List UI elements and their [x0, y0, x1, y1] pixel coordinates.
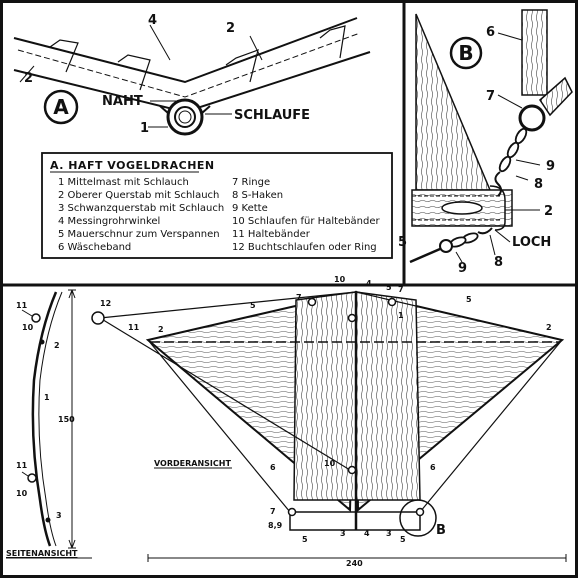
legend-item-6: 6 Wäscheband [58, 242, 131, 253]
legend-item-12: 12 Buchtschlaufen oder Ring [232, 242, 377, 253]
legend-item-7: 7 Ringe [232, 177, 270, 188]
legend-item-5: 5 Mauerschnur zum Verspannen [58, 229, 220, 240]
front-label-3-left: 3 [340, 529, 346, 538]
bridle-ring-12 [91, 311, 105, 325]
front-label-2-left: 2 [158, 325, 164, 334]
legend-item-4: 4 Messingrohrwinkel [58, 216, 160, 227]
label-4-detail-a: 4 [148, 13, 157, 28]
front-label-5-bottom-left: 5 [302, 535, 308, 544]
side-mast-1 [31, 291, 58, 547]
label-9-detail-b-top: 9 [546, 159, 555, 174]
label-naht: NAHT [102, 94, 143, 109]
pole-6 [521, 9, 548, 96]
front-label-8-9: 8,9 [268, 521, 283, 530]
front-view-caption: VORDERANSICHT [154, 459, 231, 468]
front-label-7-top: 7 [398, 285, 404, 294]
label-1-detail-a: 1 [140, 121, 149, 136]
front-label-7-left: 7 [296, 293, 302, 302]
side-loop-10-bottom [27, 473, 37, 483]
label-5-detail-b: 5 [398, 235, 407, 250]
front-label-3-right: 3 [386, 529, 392, 538]
front-label-1: 1 [398, 311, 404, 320]
loch-hole [441, 201, 483, 215]
cord-5-b [409, 247, 441, 264]
front-label-5-left: 5 [250, 301, 256, 310]
legend-item-3: 3 Schwanzquerstab mit Schlauch [58, 203, 224, 214]
detail-b-marker: B [458, 41, 473, 65]
side-label-3: 3 [56, 511, 62, 520]
front-label-5-bottom-right: 5 [400, 535, 406, 544]
legend-item-8: 8 S-Haken [232, 190, 283, 201]
front-label-4-bottom: 4 [364, 529, 370, 538]
front-label-10-top: 10 [334, 275, 346, 284]
label-8-detail-b-top: 8 [534, 177, 543, 192]
front-label-4-top: 4 [366, 279, 372, 288]
label-2-detail-b: 2 [544, 204, 553, 219]
detail-b-ref-circle [399, 499, 437, 537]
front-label-7-bottom: 7 [270, 507, 276, 516]
label-schlaufe: SCHLAUFE [234, 108, 310, 123]
detail-b-marker-circle [449, 36, 483, 70]
label-6-detail-b: 6 [486, 25, 495, 40]
legend-item-2: 2 Oberer Querstab mit Schlauch [58, 190, 219, 201]
side-label-10-top: 10 [22, 323, 34, 332]
side-view: 11 10 2 1 11 10 3 SEITENANSICHT [6, 291, 92, 559]
front-label-6-left: 6 [270, 463, 276, 472]
ring-7 [518, 104, 546, 132]
legend: A. HAFT VOGELDRACHEN 1 Mittelmast mit Sc… [41, 152, 393, 259]
label-2-detail-a-top: 2 [226, 21, 235, 36]
side-view-caption: SEITENANSICHT [6, 549, 78, 558]
side-label-10-bottom: 10 [16, 489, 28, 498]
side-label-11-top: 11 [16, 301, 28, 310]
legend-box [41, 152, 393, 259]
front-label-5-top: 5 [386, 283, 392, 292]
side-label-1: 1 [44, 393, 50, 402]
detail-a-marker-circle [43, 89, 79, 125]
legend-title: A. HAFT VOGELDRACHEN [50, 159, 215, 172]
label-8-detail-b-bottom: 8 [494, 255, 503, 270]
front-label-10-mid: 10 [324, 459, 336, 468]
label-7-detail-b: 7 [486, 89, 495, 104]
front-label-2-right: 2 [546, 323, 552, 332]
detail-b: B 6 7 9 8 2 LOCH 5 9 8 [398, 9, 573, 276]
dim-height-label: 150 [58, 415, 75, 424]
dim-width-label: 240 [346, 559, 363, 568]
side-label-11-bottom: 11 [16, 461, 28, 470]
label-loch: LOCH [512, 235, 551, 250]
legend-item-10: 10 Schlaufen für Haltebänder [232, 216, 380, 227]
label-2-detail-a-left: 2 [24, 71, 33, 86]
legend-item-11: 11 Haltebänder [232, 229, 311, 240]
label-9-detail-b-bottom: 9 [458, 261, 467, 276]
front-label-5-right: 5 [466, 295, 472, 304]
detail-a-marker: A [53, 95, 69, 119]
side-loop-10-top [31, 313, 41, 323]
legend-item-9: 9 Kette [232, 203, 268, 214]
sail-triangle-b [415, 13, 492, 191]
front-view: 150 240 B 12 11 2 2 5 5 [58, 275, 567, 568]
side-label-2: 2 [54, 341, 60, 350]
legend-item-1: 1 Mittelmast mit Schlauch [58, 177, 189, 188]
front-label-12: 12 [100, 299, 111, 308]
front-label-6-right: 6 [430, 463, 436, 472]
front-label-11: 11 [128, 323, 140, 332]
detail-a: A 4 2 2 NAHT SCHLAUFE 1 [13, 13, 371, 136]
detail-b-ref-label: B [436, 523, 446, 538]
